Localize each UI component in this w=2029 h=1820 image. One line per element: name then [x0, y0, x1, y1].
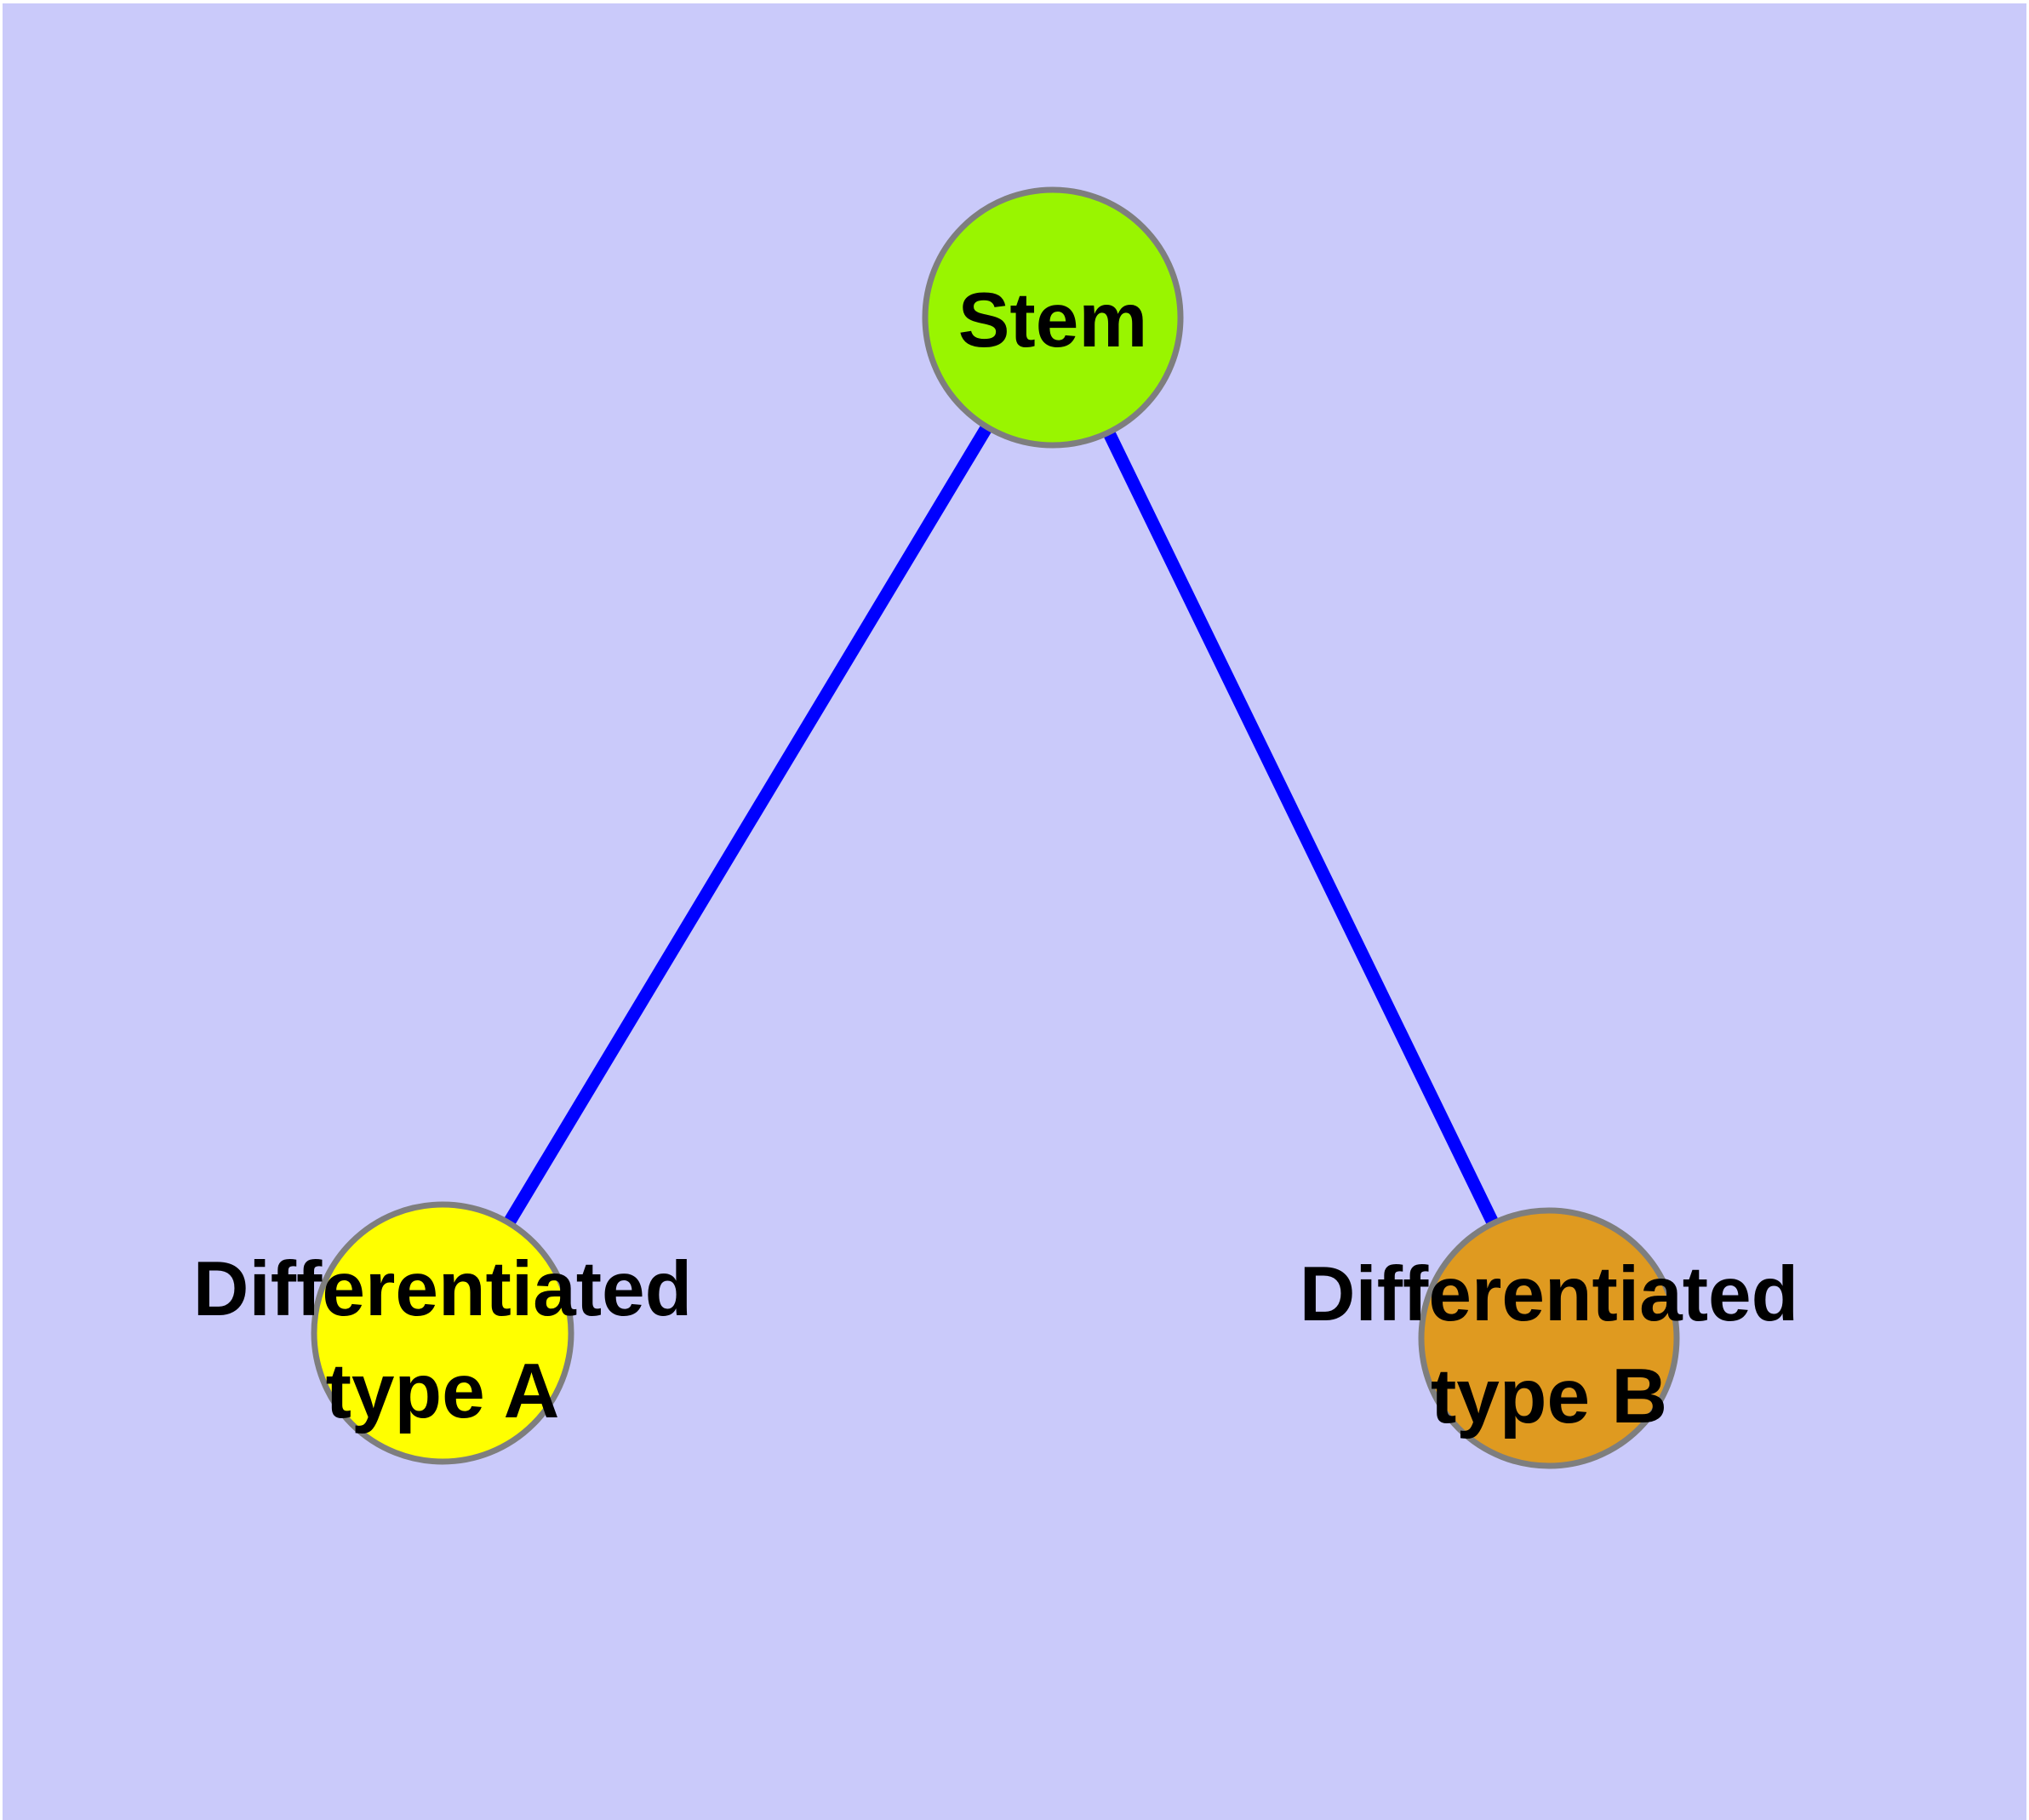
- node-differentiated-type-b: Differentiated type B: [1300, 1207, 1799, 1469]
- type-a-node-label-line1: Differentiated: [193, 1246, 693, 1332]
- node-differentiated-type-a: Differentiated type A: [193, 1201, 693, 1465]
- type-b-node-circle: [1418, 1207, 1680, 1469]
- type-b-node-label-line2: type B: [1431, 1354, 1667, 1439]
- edge-stem-to-type-b: [1047, 314, 1555, 1342]
- type-b-node-label-line1: Differentiated: [1300, 1251, 1799, 1337]
- type-a-node-label-line2: type A: [326, 1348, 560, 1434]
- node-stem: Stem: [922, 186, 1184, 449]
- stem-node-label: Stem: [958, 278, 1148, 363]
- stem-node-circle: [922, 186, 1184, 449]
- edge-stem-to-type-a: [437, 314, 1059, 1336]
- type-a-node-circle: [311, 1201, 574, 1465]
